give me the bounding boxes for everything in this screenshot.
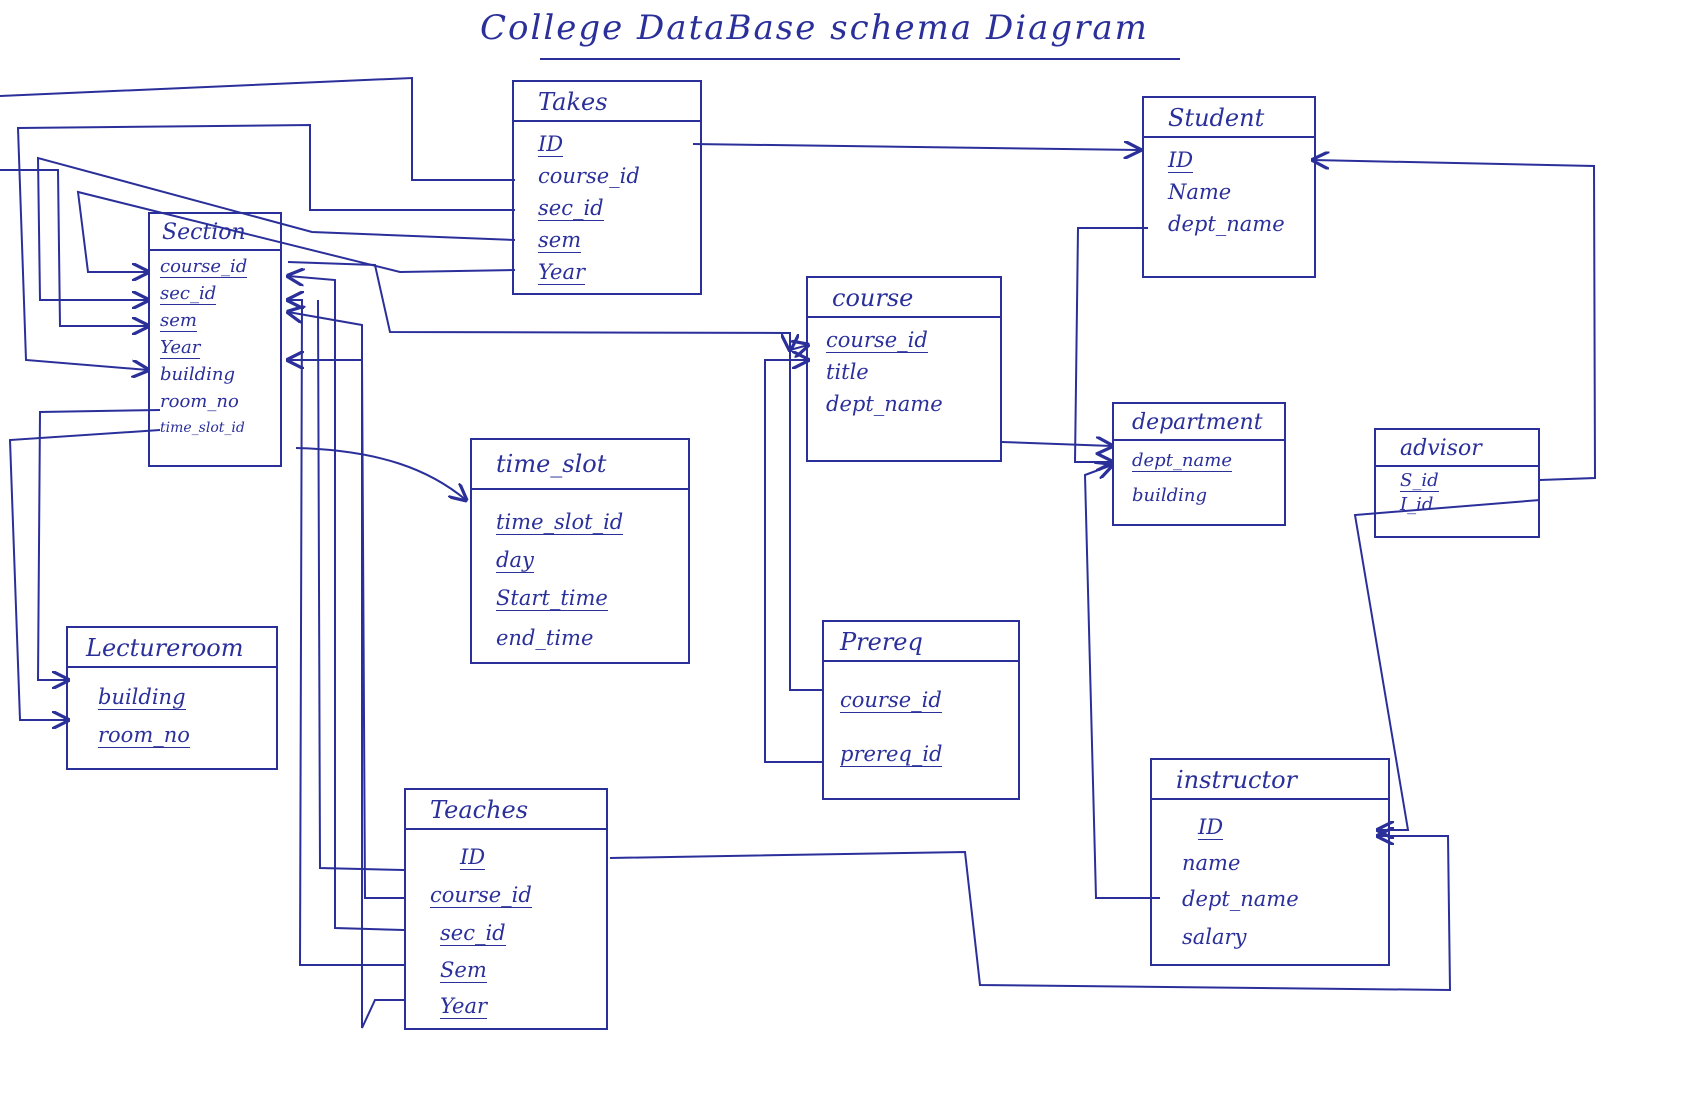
- entity-name: course: [808, 278, 1000, 318]
- link-advisor-student: [1313, 160, 1597, 481]
- link-teaches-section-x: [317, 299, 405, 871]
- attr-course-id: course_id: [826, 328, 928, 353]
- attr-dept-name: dept_name: [826, 392, 943, 416]
- link-teaches-instructor: [609, 836, 1452, 992]
- entity-department: department dept_name building: [1112, 402, 1286, 526]
- attr-year: Year: [160, 337, 201, 359]
- attr-salary: salary: [1182, 925, 1247, 949]
- attr-name: name: [1182, 851, 1241, 875]
- link-teaches-section-course: [288, 360, 404, 899]
- entity-name: instructor: [1152, 760, 1388, 800]
- attr-id: ID: [460, 845, 486, 870]
- attr-building: building: [160, 364, 236, 385]
- attr-time-slot-id: time_slot_id: [160, 420, 245, 436]
- entity-lectureroom: Lectureroom building room_no: [66, 626, 278, 770]
- attr-id: ID: [1198, 815, 1224, 840]
- entity-teaches: Teaches ID course_id sec_id Sem Year: [404, 788, 608, 1030]
- entity-time-slot: time_slot time_slot_id day Start_time en…: [470, 438, 690, 664]
- attr-s-id: S_id: [1400, 470, 1439, 492]
- entity-name: Teaches: [406, 790, 606, 830]
- entity-name: department: [1114, 404, 1284, 441]
- link-takes-section-x: [0, 169, 148, 326]
- attr-title: title: [826, 360, 869, 384]
- attr-start-time: Start_time: [496, 586, 608, 611]
- link-teaches-section-sec: [288, 276, 405, 931]
- attr-name: Name: [1168, 180, 1232, 204]
- attr-course-id: course_id: [160, 256, 248, 278]
- link-teaches-section-year: [288, 312, 404, 1029]
- entity-name: Section: [150, 214, 280, 251]
- link-section-lecture-room: [8, 429, 161, 720]
- attr-day: day: [496, 548, 534, 573]
- attr-sem: sem: [538, 228, 582, 253]
- entity-advisor: advisor S_id I_id: [1374, 428, 1540, 538]
- attr-year: Year: [538, 260, 586, 285]
- attr-id: ID: [538, 132, 564, 157]
- link-student-department: [1073, 227, 1148, 462]
- entity-takes: Takes ID course_id sec_id sem Year: [512, 80, 702, 295]
- link-takes-section-sec: [16, 123, 515, 370]
- entity-name: advisor: [1376, 430, 1538, 467]
- link-advisor-instructor: [1353, 499, 1541, 830]
- entity-student: Student ID Name dept_name: [1142, 96, 1316, 278]
- attr-room-no: room_no: [98, 723, 190, 748]
- attr-building: building: [1132, 485, 1208, 506]
- link-section-course: [287, 261, 790, 350]
- entity-name: Lectureroom: [68, 628, 276, 668]
- attr-course-id: course_id: [840, 688, 942, 713]
- attr-dept-name: dept_name: [1168, 212, 1285, 236]
- diagram-title: College DataBase schema Diagram: [480, 8, 1149, 48]
- link-prereq-course-2: [764, 360, 824, 763]
- attr-room-no: room_no: [160, 391, 239, 412]
- attr-sem: Sem: [440, 958, 487, 983]
- attr-sec-id: sec_id: [160, 283, 217, 305]
- entity-name: time_slot: [472, 440, 688, 490]
- entity-section: Section course_id sec_id sem Year buildi…: [148, 212, 282, 467]
- entity-name: Prereq: [824, 622, 1018, 662]
- attr-end-time: end_time: [496, 626, 594, 650]
- entity-course: course course_id title dept_name: [806, 276, 1002, 462]
- attr-dept-name: dept_name: [1132, 450, 1232, 472]
- title-underline: [540, 58, 1180, 60]
- entity-name: Student: [1144, 98, 1314, 138]
- link-takes-student: [692, 144, 1140, 150]
- entity-prereq: Prereq course_id prereq_id: [822, 620, 1020, 800]
- link-takes-section-year: [76, 190, 516, 272]
- attr-year: Year: [440, 994, 488, 1019]
- link-takes-section-sem: [36, 156, 516, 300]
- link-course-department: [1001, 442, 1112, 446]
- entity-instructor: instructor ID name dept_name salary: [1150, 758, 1390, 966]
- link-section-timeslot: [295, 447, 466, 500]
- attr-course-id: course_id: [430, 883, 532, 908]
- attr-time-slot-id: time_slot_id: [496, 510, 624, 535]
- attr-sec-id: sec_id: [538, 196, 604, 221]
- attr-sec-id: sec_id: [440, 921, 506, 946]
- link-takes-section-course: [0, 76, 515, 181]
- entity-name: Takes: [514, 82, 700, 122]
- attr-prereq-id: prereq_id: [840, 742, 943, 767]
- attr-sem: sem: [160, 310, 197, 332]
- attr-building: building: [98, 685, 186, 710]
- attr-i-id: I_id: [1400, 494, 1434, 515]
- attr-id: ID: [1168, 148, 1194, 173]
- link-section-lecture-building: [36, 409, 161, 680]
- link-teaches-section-sem: [288, 300, 404, 966]
- attr-dept-name: dept_name: [1182, 887, 1299, 911]
- link-prereq-course-1: [789, 345, 824, 691]
- link-instructor-department: [1083, 465, 1160, 899]
- attr-course-id: course_id: [538, 164, 640, 188]
